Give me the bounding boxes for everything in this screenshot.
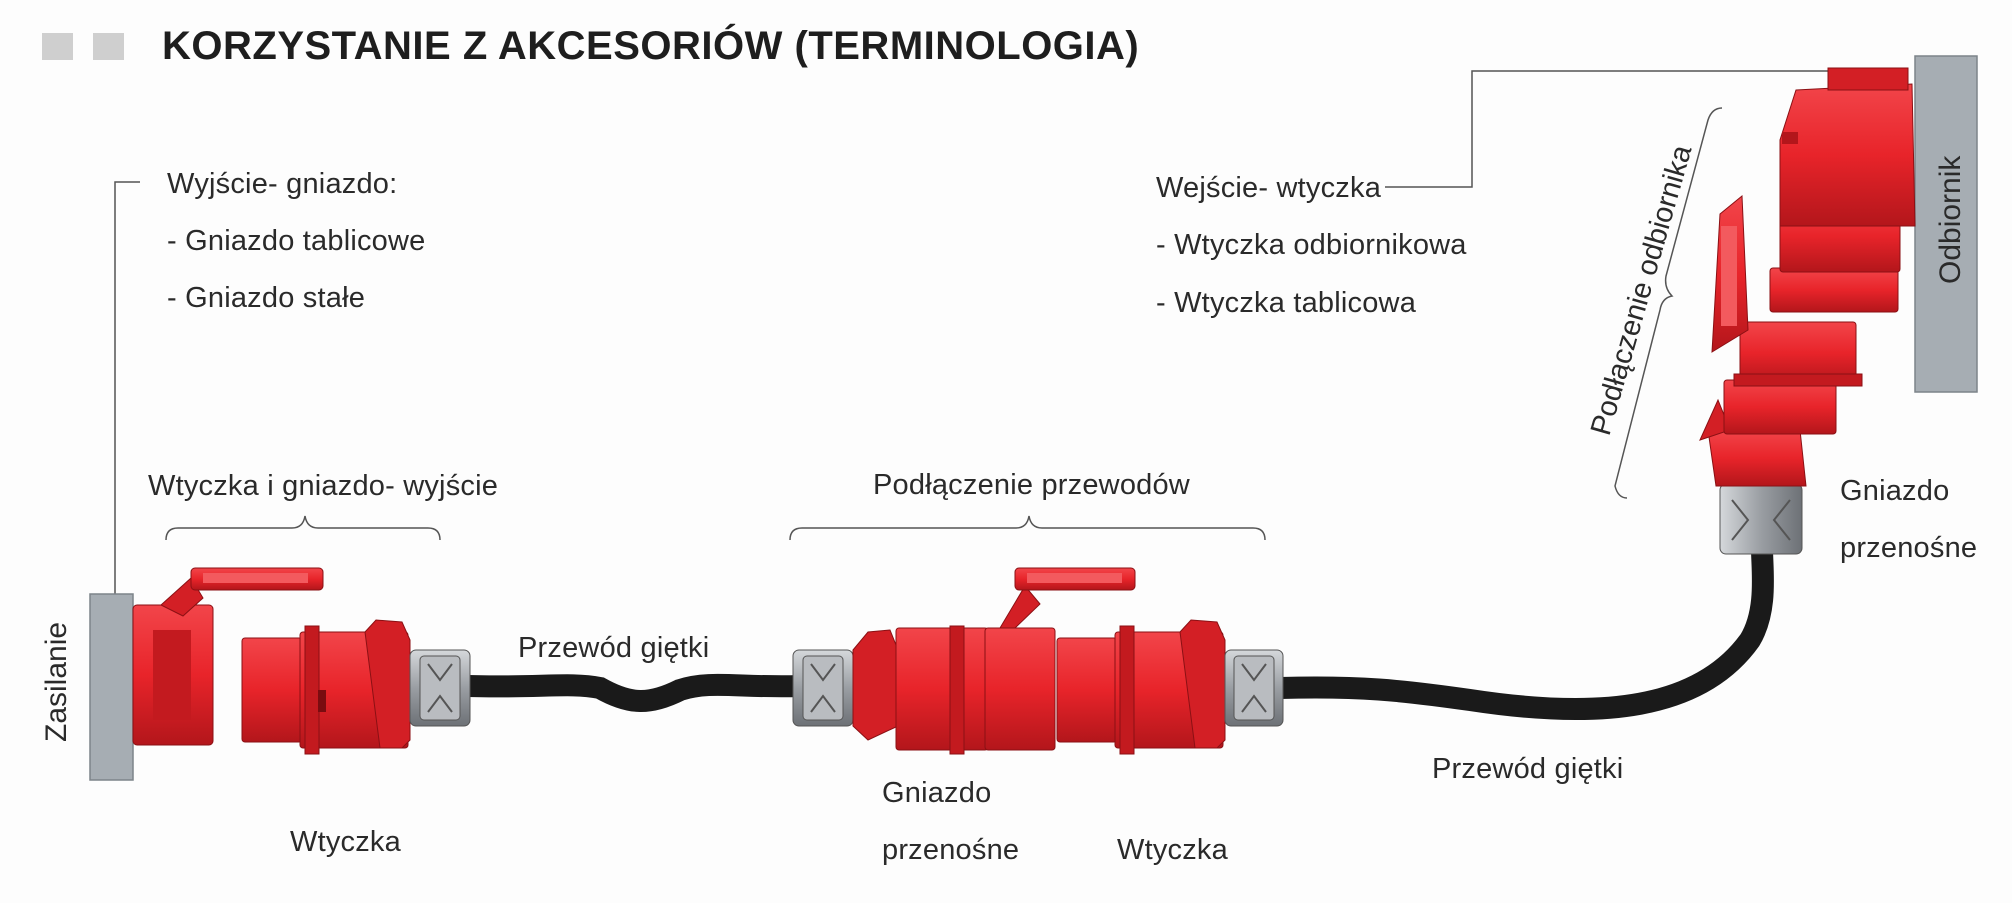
panel-socket bbox=[132, 567, 324, 746]
input-item: - Wtyczka odbiornikowa bbox=[1156, 229, 1467, 261]
input-item: - Wtyczka tablicowa bbox=[1156, 287, 1417, 319]
portable-socket-label-1b: przenośne bbox=[882, 834, 1020, 866]
supply-label: Zasilanie bbox=[40, 621, 73, 742]
plug-label-1: Wtyczka bbox=[290, 826, 401, 858]
brace-receiver bbox=[1614, 107, 1723, 499]
input-leader-line bbox=[1385, 70, 1840, 188]
plug-1 bbox=[241, 619, 471, 755]
receiver-plug bbox=[1769, 67, 1916, 313]
cable-1 bbox=[457, 673, 811, 712]
brace-label-connection: Podłączenie przewodów bbox=[873, 469, 1190, 501]
decor-square bbox=[93, 33, 124, 60]
cable-2 bbox=[1269, 537, 1774, 721]
output-heading: Wyjście- gniazdo: bbox=[167, 168, 398, 200]
plug-2 bbox=[1056, 619, 1284, 755]
portable-socket-label-2: Gniazdo bbox=[1840, 475, 1950, 507]
supply-panel bbox=[89, 593, 134, 781]
output-item: - Gniazdo tablicowe bbox=[167, 225, 426, 257]
input-heading: Wejście- wtyczka bbox=[1156, 172, 1382, 204]
output-item: - Gniazdo stałe bbox=[167, 282, 366, 314]
cable-label-1: Przewód giętki bbox=[518, 632, 710, 664]
receiver-label: Odbiornik bbox=[1934, 155, 1967, 284]
portable-socket-label-2b: przenośne bbox=[1840, 532, 1978, 564]
brace-connection bbox=[789, 515, 1266, 541]
receiver-panel bbox=[1914, 55, 1978, 393]
decor-square bbox=[42, 33, 73, 60]
page-title: KORZYSTANIE Z AKCESORIÓW (TERMINOLOGIA) bbox=[162, 24, 1140, 68]
brace-output bbox=[165, 515, 441, 541]
plug-label-2: Wtyczka bbox=[1117, 834, 1228, 866]
portable-socket-2 bbox=[1699, 194, 1863, 555]
portable-socket-1 bbox=[792, 567, 1136, 755]
portable-socket-label-1: Gniazdo bbox=[882, 777, 992, 809]
output-leader-line bbox=[114, 181, 140, 594]
cable-label-2: Przewód giętki bbox=[1432, 753, 1624, 785]
brace-label-output: Wtyczka i gniazdo- wyjście bbox=[148, 470, 499, 502]
